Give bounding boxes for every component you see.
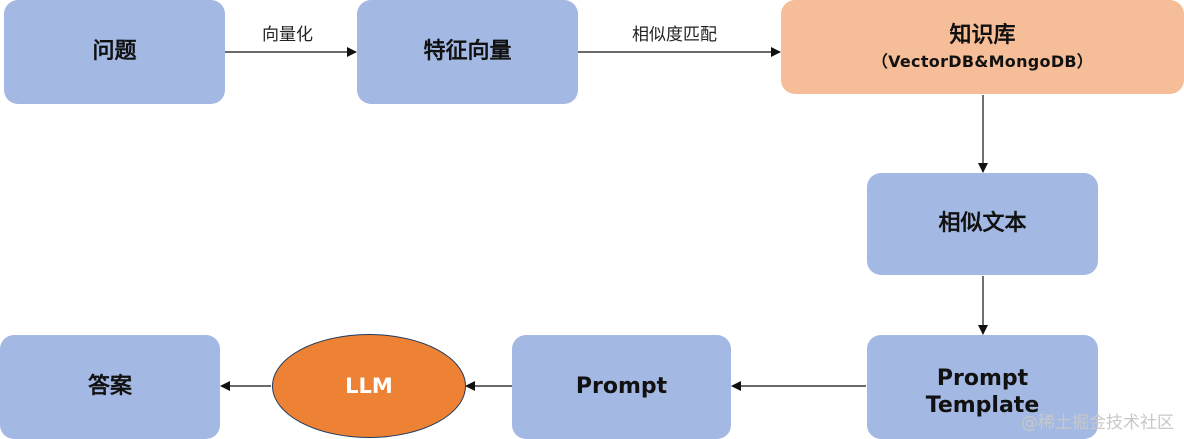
node-feature-vector: 特征向量 xyxy=(357,0,578,104)
node-knowledge-base-label: 知识库 xyxy=(949,22,1016,48)
node-feature-vector-label: 特征向量 xyxy=(423,39,512,65)
node-similar-text: 相似文本 xyxy=(867,173,1098,275)
node-prompt-template-line1: Prompt xyxy=(936,365,1029,391)
node-knowledge-base-sublabel: （VectorDB&MongoDB） xyxy=(871,52,1094,72)
node-question-label: 问题 xyxy=(92,39,137,65)
node-llm-label: LLM xyxy=(345,373,393,398)
node-question: 问题 xyxy=(4,0,225,104)
node-similar-text-label: 相似文本 xyxy=(938,211,1027,237)
edge-label-vectorize: 向量化 xyxy=(262,25,313,45)
node-llm: LLM xyxy=(272,334,466,438)
node-prompt-template-line2: Template xyxy=(925,393,1040,418)
node-prompt: Prompt xyxy=(512,335,731,439)
node-prompt-label: Prompt xyxy=(575,374,668,400)
node-knowledge-base: 知识库 （VectorDB&MongoDB） xyxy=(781,0,1184,94)
node-answer: 答案 xyxy=(0,335,220,439)
watermark: @稀土掘金技术社区 xyxy=(1021,413,1174,433)
node-prompt-template: Prompt Template xyxy=(867,335,1098,439)
node-answer-label: 答案 xyxy=(87,374,132,400)
edge-label-similarity-match: 相似度匹配 xyxy=(632,25,717,45)
